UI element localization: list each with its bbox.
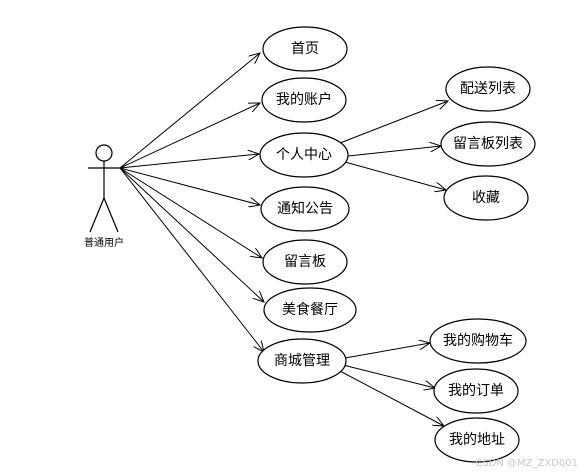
use-case-my-address[interactable]: 我的地址 [434,417,520,463]
assoc-home [119,53,260,169]
use-case-label: 首页 [291,41,319,57]
assoc-my-account [119,103,260,169]
use-case-label: 美食餐厅 [282,301,338,318]
watermark: CSDN @MZ_ZXD001 [475,458,578,469]
use-case-label: 留言板 [284,254,326,270]
use-case-message-board[interactable]: 留言板 [262,239,348,285]
assoc-delivery-list [339,101,448,144]
use-case-label: 我的地址 [449,432,505,448]
use-case-label: 我的订单 [448,383,504,399]
use-case-home[interactable]: 首页 [262,26,348,72]
mall-management-associations [337,343,444,426]
use-case-mall-management[interactable]: 商城管理 [257,338,347,384]
use-case-label: 个人中心 [276,147,332,163]
use-case-label: 商城管理 [274,353,330,369]
actor-right-leg [103,197,119,233]
use-case-food-restaurant[interactable]: 美食餐厅 [263,287,357,333]
use-case-my-account[interactable]: 我的账户 [261,77,347,123]
assoc-message-board [119,167,262,258]
use-case-favorites[interactable]: 收藏 [443,175,529,221]
use-case-message-board-list[interactable]: 留言板列表 [440,121,536,167]
assoc-personal-center [119,154,259,169]
use-case-label: 留言板列表 [453,136,523,152]
assoc-message-board-list [347,146,441,157]
assoc-food-restaurant [119,167,264,302]
use-case-personal-center[interactable]: 个人中心 [259,132,349,178]
use-case-my-orders[interactable]: 我的订单 [433,368,519,414]
assoc-favorites [344,161,446,190]
actor-head [95,144,113,162]
use-case-label: 我的购物车 [443,332,513,349]
use-case-notice[interactable]: 通知公告 [260,186,350,232]
use-case-delivery-list[interactable]: 配送列表 [445,66,531,112]
actor-figure [88,144,120,233]
actor-left-leg [89,197,105,233]
assoc-my-address [337,369,444,426]
use-case-label: 我的账户 [276,91,332,108]
actor-associations [119,53,264,352]
assoc-my-orders [342,364,435,388]
assoc-notice [119,167,260,205]
assoc-mall-management [119,167,264,352]
use-case-label: 通知公告 [277,200,333,217]
assoc-my-cart [344,343,430,359]
use-case-label: 配送列表 [460,81,516,97]
use-case-my-cart[interactable]: 我的购物车 [429,318,527,364]
actor-label: 普通用户 [84,236,124,249]
personal-center-associations [339,101,448,190]
use-case-label: 收藏 [472,190,500,206]
